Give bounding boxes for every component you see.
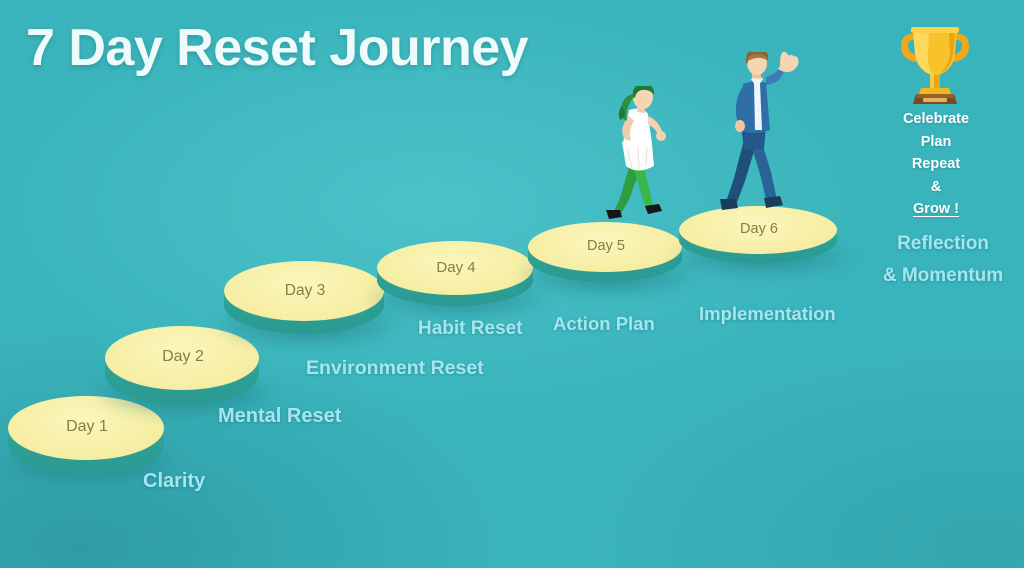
mantra-block: Celebrate Plan Repeat & Grow ! — [876, 108, 996, 221]
step-disc-top — [528, 222, 682, 272]
step-day-4[interactable]: Day 4 — [369, 241, 547, 319]
trophy-illustration — [901, 27, 969, 104]
mantra-line-repeat: Repeat — [911, 156, 961, 172]
step-disc-top — [679, 206, 837, 254]
mantra-line-grow: Grow ! — [913, 201, 959, 217]
page-title: 7 Day Reset Journey — [26, 19, 529, 77]
reflection-block: Reflection & Momentum — [868, 228, 1018, 292]
step-caption-mental-reset: Mental Reset — [218, 405, 342, 427]
walking-woman-figure — [596, 83, 686, 226]
step-disc-top — [377, 241, 533, 295]
step-caption-clarity: Clarity — [143, 470, 206, 492]
trophy-icon — [893, 18, 977, 106]
reflection-line-1: Reflection — [897, 233, 989, 254]
step-disc-top — [224, 261, 384, 321]
step-day-3[interactable]: Day 3 — [218, 261, 400, 347]
reflection-line-2: & Momentum — [882, 265, 1004, 286]
step-day-5[interactable]: Day 5 — [520, 222, 696, 296]
mantra-line-ampersand: & — [930, 178, 942, 195]
walking-woman-illustration — [606, 83, 666, 219]
step-caption-environment-reset: Environment Reset — [306, 357, 484, 379]
mantra-line-plan: Plan — [920, 133, 952, 150]
mantra-line-celebrate: Celebrate — [902, 111, 970, 127]
step-caption-action-plan: Action Plan — [553, 313, 655, 334]
waving-man-figure — [714, 48, 814, 222]
step-caption-habit-reset: Habit Reset — [418, 318, 523, 339]
step-caption-implementation: Implementation — [699, 303, 836, 324]
waving-man-illustration — [720, 48, 799, 210]
